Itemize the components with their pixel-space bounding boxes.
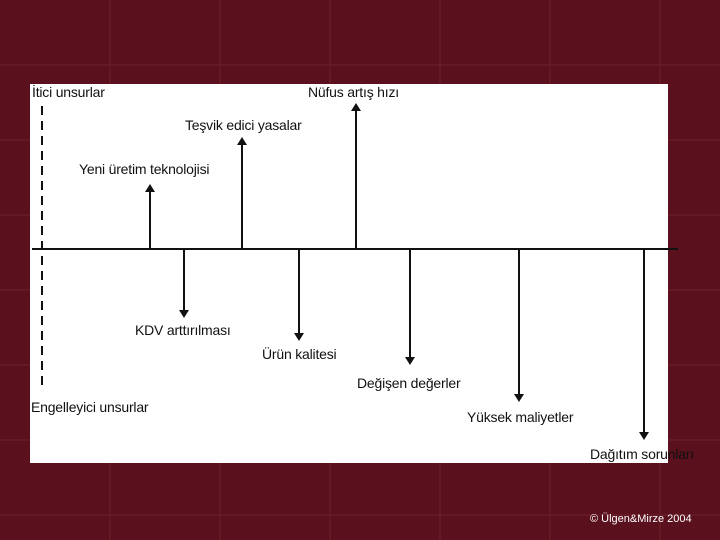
restraining-forces-heading: Engelleyici unsurlar: [31, 399, 149, 415]
driving-force-label-2: Teşvik edici yasalar: [185, 117, 302, 133]
restraining-force-label-1: KDV arttırılması: [135, 322, 231, 338]
restraining-force-label-5: Dağıtım sorunları: [590, 446, 694, 462]
restraining-force-label-4: Yüksek maliyetler: [467, 409, 574, 425]
driving-force-label-1: Yeni üretim teknolojisi: [79, 161, 210, 177]
driving-forces-heading: İtici unsurlar: [32, 84, 105, 100]
diagram-panel: [30, 84, 668, 463]
driving-force-label-3: Nüfus artış hızı: [308, 84, 399, 100]
restraining-force-label-2: Ürün kalitesi: [262, 346, 337, 362]
copyright-notice: © Ülgen&Mirze 2004: [590, 513, 692, 525]
restraining-force-label-3: Değişen değerler: [357, 375, 461, 391]
